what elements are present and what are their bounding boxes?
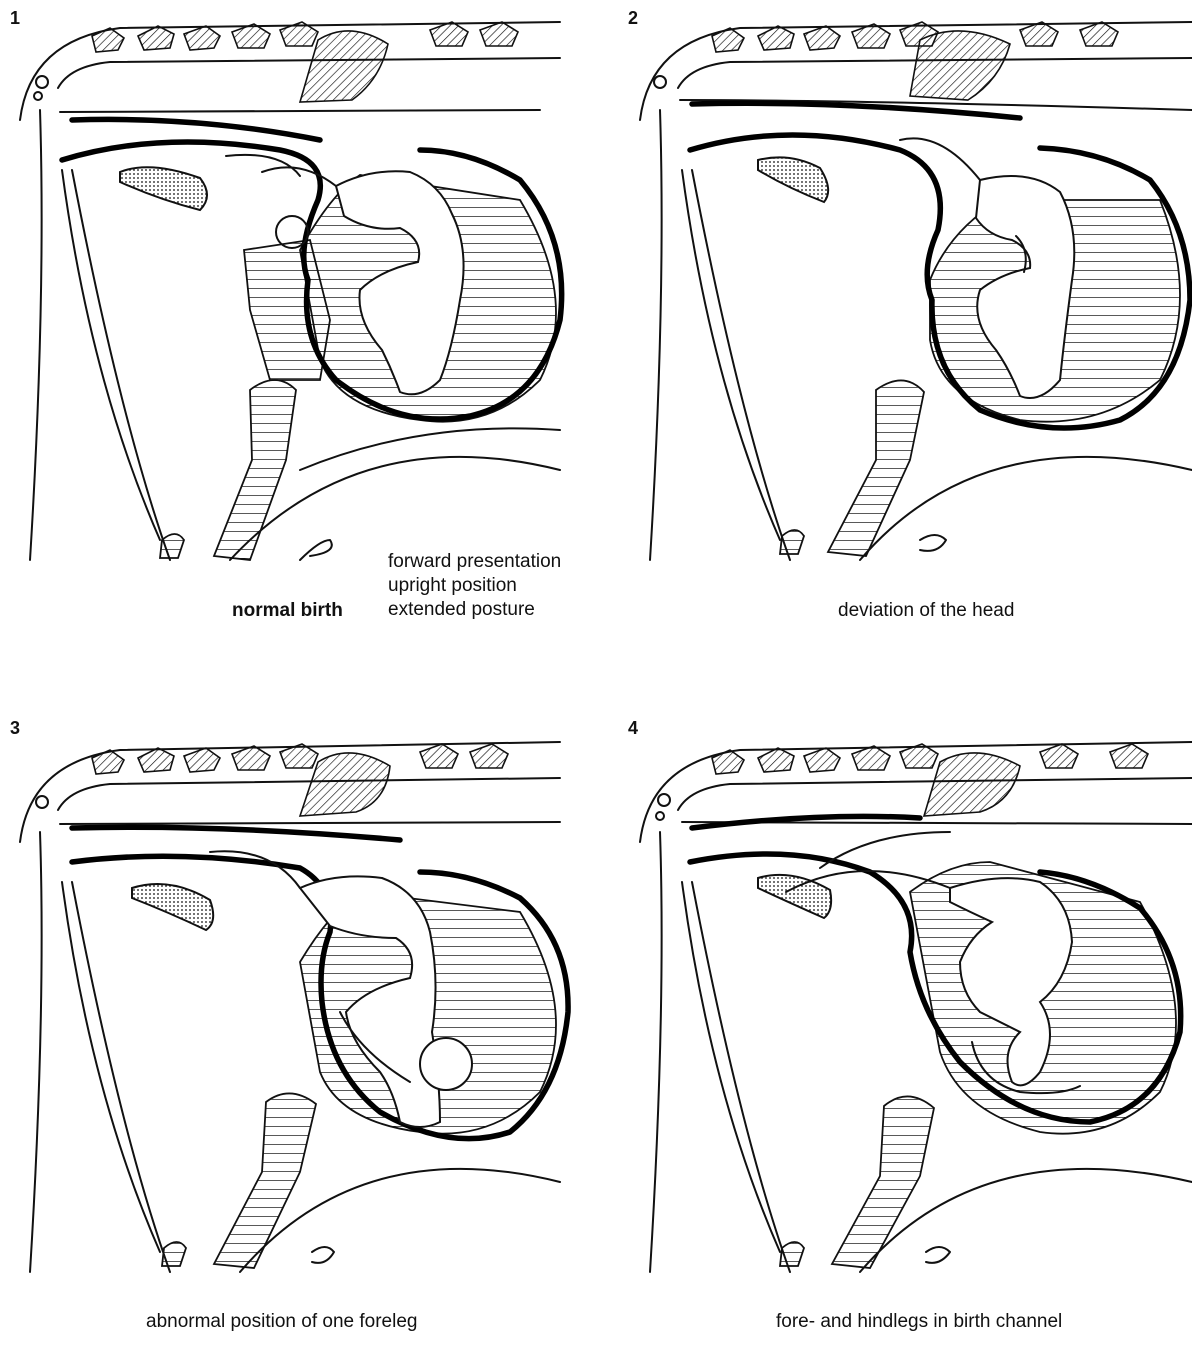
uterus (690, 103, 1190, 428)
position-note: upright position (388, 574, 517, 597)
pubic-bone (780, 1096, 934, 1268)
sacrum (132, 884, 213, 930)
panel-title: fore- and hindlegs in birth channel (776, 1310, 1062, 1333)
illustration-foreleg-abnormal (0, 712, 590, 1282)
panel-title: deviation of the head (838, 599, 1014, 622)
panel-title: normal birth (232, 599, 343, 622)
pubic-bone (162, 1093, 316, 1268)
illustration-normal-birth (0, 0, 590, 570)
panel-title: abnormal position of one foreleg (146, 1310, 417, 1333)
illustration-fore-hindlegs (620, 712, 1192, 1282)
uterus (72, 827, 568, 1138)
panel-3: 3 (0, 712, 560, 1352)
posture-note: extended posture (388, 598, 535, 621)
sacrum (758, 875, 831, 918)
panel-1: 1 (0, 0, 560, 640)
presentation-note: forward presentation (388, 550, 561, 573)
sacrum (120, 167, 207, 210)
panel-4: 4 (620, 712, 1180, 1352)
illustration-head-deviation (620, 0, 1192, 570)
pubic-bone (780, 380, 924, 556)
spine (20, 22, 560, 120)
sacrum (758, 157, 828, 202)
panel-2: 2 (620, 0, 1180, 640)
uterus (690, 816, 1181, 1133)
